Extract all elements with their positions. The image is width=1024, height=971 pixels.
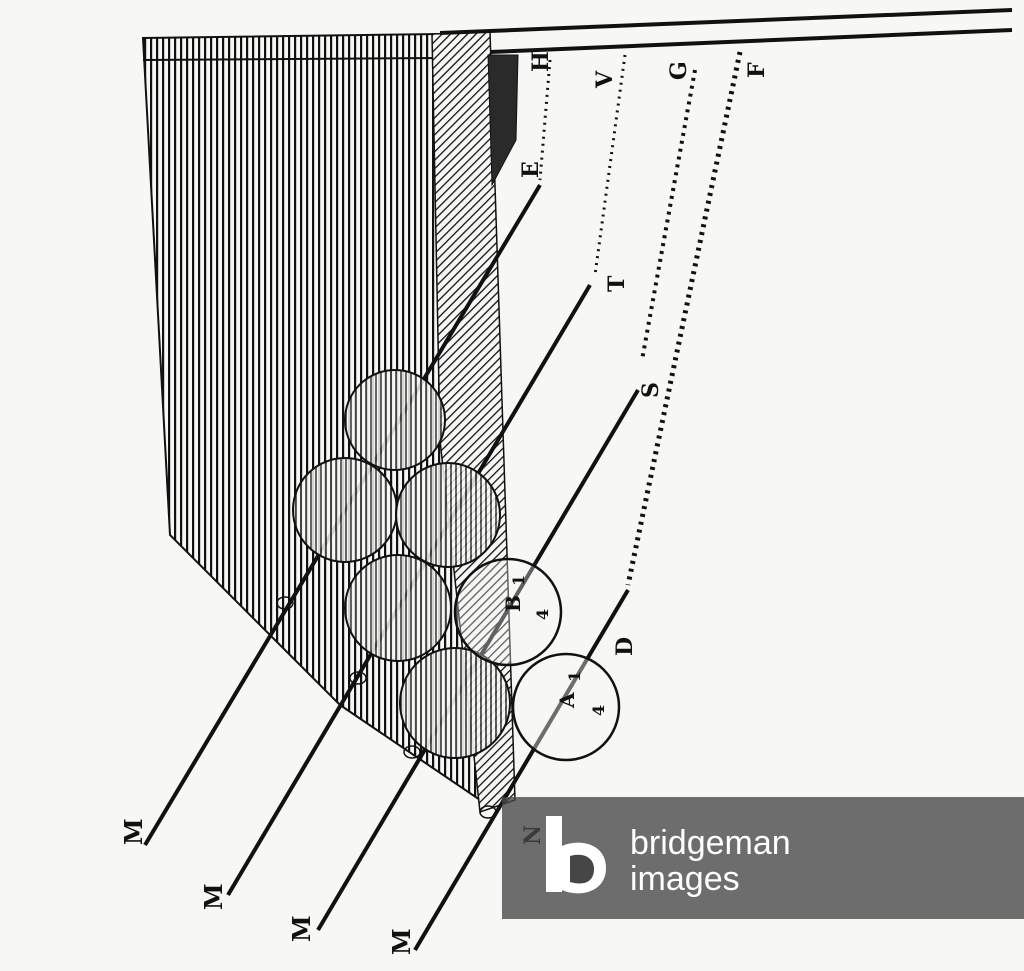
dotted-ray-g xyxy=(640,69,697,361)
sphere-5 xyxy=(399,647,511,759)
label-h: H xyxy=(528,51,554,72)
block-top-edge xyxy=(142,57,441,61)
watermark-line-2: images xyxy=(630,860,740,898)
ray-entry-1 xyxy=(276,596,294,610)
label-m-3: M xyxy=(287,915,316,942)
ball-a-letter: A xyxy=(555,692,579,709)
ball-b-number: 1 xyxy=(509,575,528,586)
sphere-3 xyxy=(395,462,501,568)
label-m-2: M xyxy=(199,883,228,910)
label-f: F xyxy=(744,62,770,78)
top-line-2 xyxy=(489,28,1013,54)
label-s: S xyxy=(638,382,664,398)
ball-b-sub: 4 xyxy=(533,609,552,620)
dotted-ray-f xyxy=(625,51,743,586)
sphere-group xyxy=(292,369,511,759)
watermark-line-1: bridgeman xyxy=(630,824,791,862)
sphere-1 xyxy=(344,369,446,471)
label-g: G xyxy=(666,61,692,80)
label-m-4: M xyxy=(387,928,416,955)
dark-wedge xyxy=(487,54,519,187)
label-t: T xyxy=(604,275,630,292)
sphere-2 xyxy=(292,457,398,563)
label-e: E xyxy=(518,161,544,178)
sphere-4 xyxy=(344,554,452,662)
ray-entry-4 xyxy=(479,805,497,819)
ball-a-sub: 4 xyxy=(589,705,608,716)
ball-a-number: 1 xyxy=(565,671,584,682)
bridgeman-logo-icon xyxy=(546,816,606,894)
ball-b-letter: B xyxy=(501,595,525,612)
ray-d-m xyxy=(413,588,630,952)
ray-entry-2 xyxy=(349,671,367,685)
label-d: D xyxy=(612,637,638,656)
ball-a xyxy=(511,652,621,762)
ray-entry-3 xyxy=(403,745,421,759)
label-m-1: M xyxy=(119,818,148,845)
top-line-1 xyxy=(439,8,1013,35)
ball-b xyxy=(453,557,563,667)
label-v: V xyxy=(592,70,618,89)
